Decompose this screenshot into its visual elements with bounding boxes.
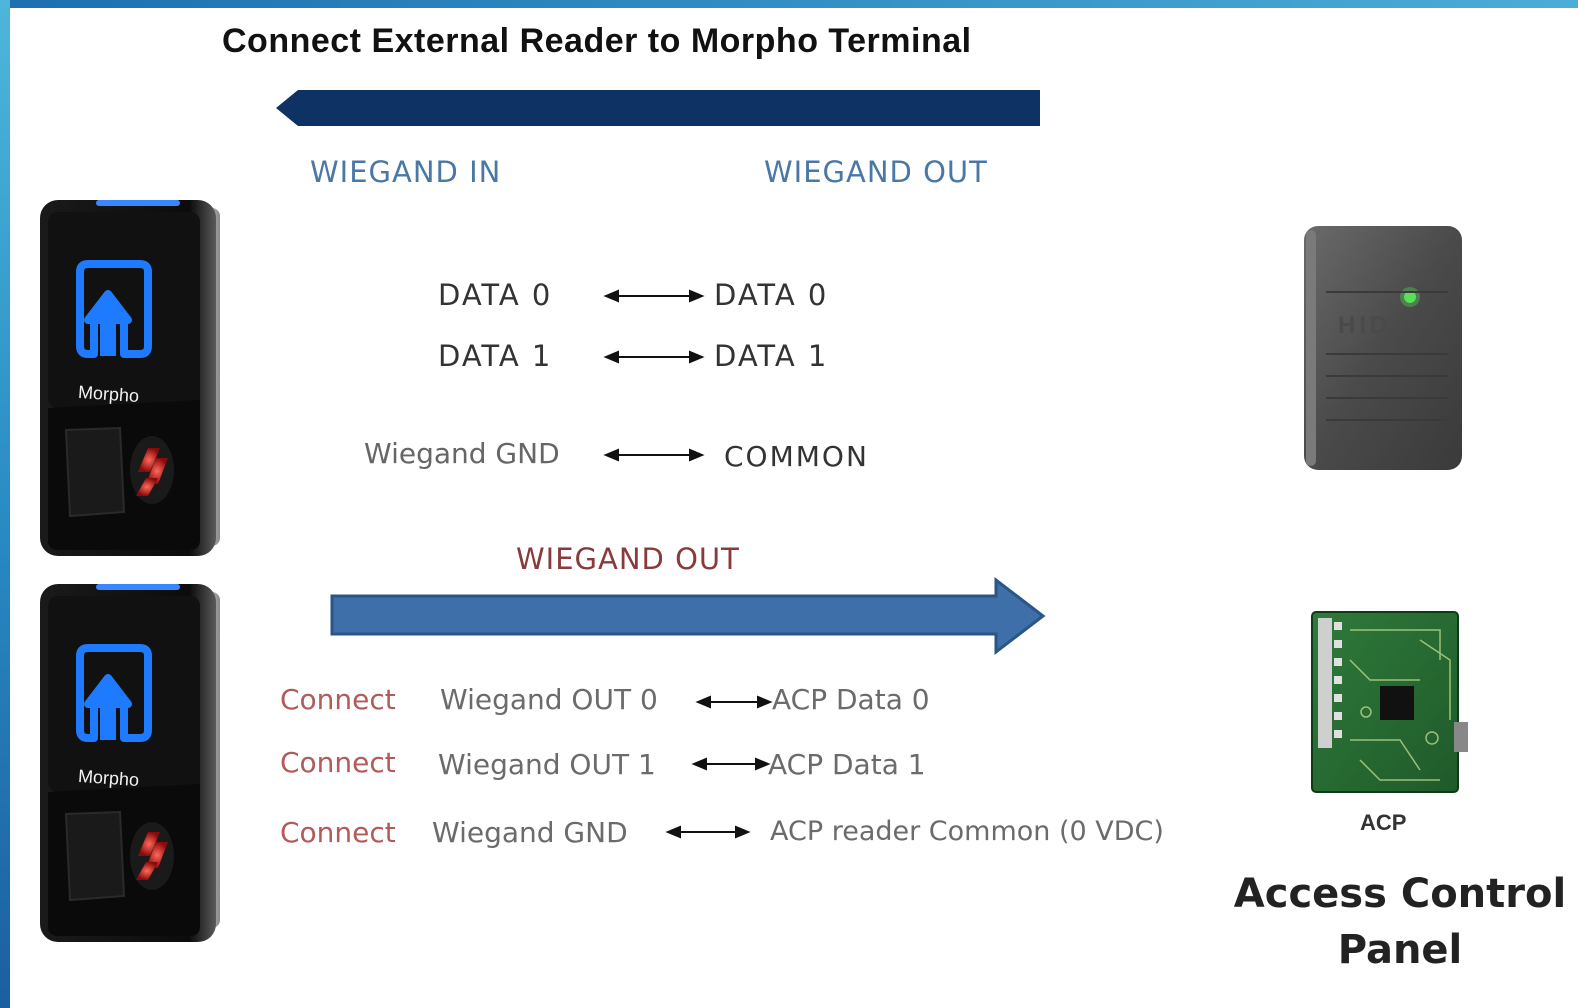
acp-short-label: ACP <box>1360 810 1407 835</box>
top-double-arrows <box>603 289 705 462</box>
data1-right: DATA 1 <box>714 339 829 373</box>
connect-prefix-0: Connect <box>280 683 396 716</box>
morpho-terminal-top <box>40 200 220 556</box>
access-control-panel-label: Access Control Panel <box>1222 866 1578 978</box>
morpho-label-top: Morpho <box>77 381 140 407</box>
wiegand-out-header-bottom: WIEGAND OUT <box>516 542 740 576</box>
acp-data1: ACP Data 1 <box>768 748 926 781</box>
wiegand-in-arrow <box>276 90 1040 126</box>
acp-circuit-board <box>1311 611 1468 793</box>
diagram-title: Connect External Reader to Morpho Termin… <box>222 22 972 60</box>
data0-left: DATA 0 <box>438 278 553 312</box>
frame-top-border <box>0 0 1578 8</box>
wiegand-out-header-top: WIEGAND OUT <box>764 155 988 189</box>
acp-data0: ACP Data 0 <box>772 683 930 716</box>
acp-label-line1: Access Control <box>1233 871 1567 917</box>
data1-left: DATA 1 <box>438 339 553 373</box>
wiegand-gnd-bottom: Wiegand GND <box>432 816 628 849</box>
common-right: COMMON <box>724 440 869 473</box>
hid-brand-label: HID <box>1338 312 1392 339</box>
morpho-label-bottom: Morpho <box>77 765 140 791</box>
connect-prefix-2: Connect <box>280 816 396 849</box>
wiegand-out1: Wiegand OUT 1 <box>438 748 656 781</box>
wiegand-in-header: WIEGAND IN <box>310 155 502 189</box>
frame-left-border <box>0 0 10 1008</box>
connect-prefix-1: Connect <box>280 746 396 779</box>
hid-reader <box>1304 226 1462 470</box>
wiegand-gnd-left: Wiegand GND <box>364 437 560 470</box>
wiegand-out-arrow <box>330 576 1046 656</box>
morpho-terminal-bottom <box>40 584 220 942</box>
data0-right: DATA 0 <box>714 278 829 312</box>
wiegand-out0: Wiegand OUT 0 <box>440 683 658 716</box>
bottom-double-arrows <box>665 695 773 839</box>
acp-reader-common: ACP reader Common (0 VDC) <box>770 816 1164 847</box>
acp-label-line2: Panel <box>1337 927 1463 973</box>
